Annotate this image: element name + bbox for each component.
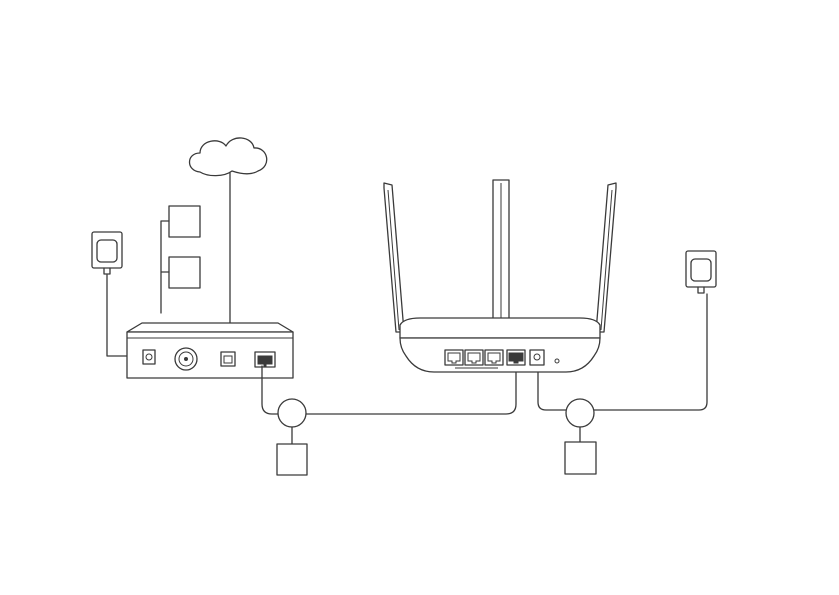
router-device [384, 180, 616, 372]
modem-power-port [143, 350, 155, 364]
internet-cloud-icon [190, 138, 267, 176]
modem-phone-port [221, 352, 235, 366]
router-antenna-left [384, 183, 404, 332]
modem-device [127, 323, 293, 378]
router-lan-ports [445, 350, 503, 368]
callout-box [277, 444, 307, 475]
callout-box [169, 257, 200, 288]
cable-marker-circle [278, 399, 306, 427]
router-antenna-right [596, 183, 616, 332]
router-power-port [530, 350, 544, 365]
callout-box [169, 206, 200, 237]
modem-power-adapter [92, 232, 122, 274]
callout-box [565, 442, 596, 474]
callout-bracket [161, 221, 169, 313]
router-power-adapter [686, 251, 716, 293]
modem-callout-group [161, 206, 200, 313]
cable-marker-circle [566, 399, 594, 427]
